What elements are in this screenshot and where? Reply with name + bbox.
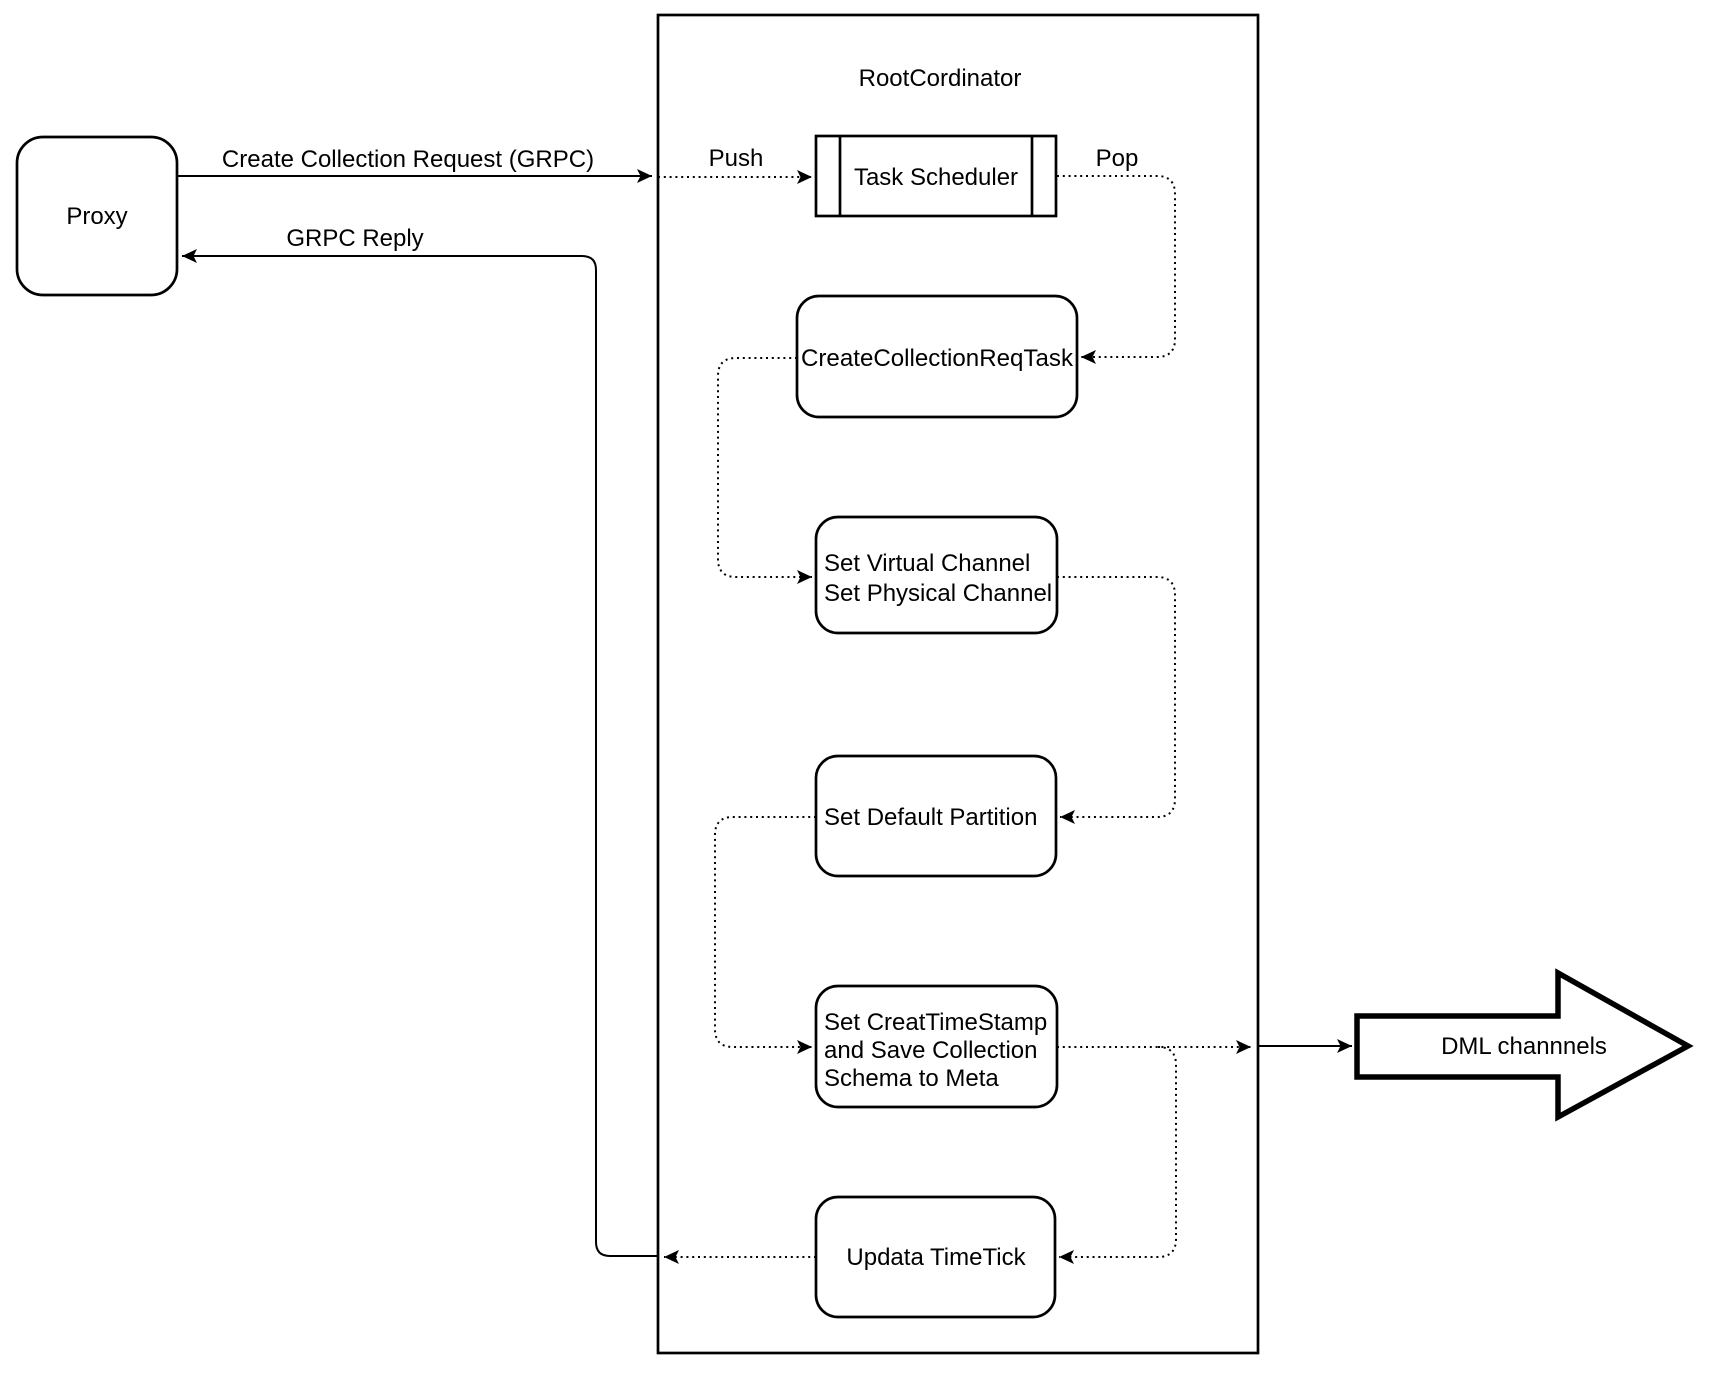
set-channel-label-line-2: Set Physical Channel [824,580,1052,607]
dml-channels-arrow [1354,968,1694,1122]
proxy-node: Proxy [15,135,179,297]
set-channel-node: Set Virtual Channel Set Physical Channel [814,515,1059,635]
task-scheduler-node: Task Scheduler [814,134,1058,218]
set-create-timestamp-label-line-2: and Save Collection [824,1037,1037,1064]
set-default-partition-label: Set Default Partition [824,804,1037,831]
edge-label-push: Push [709,145,764,172]
proxy-label: Proxy [66,203,127,230]
edge-label-grpc-reply: GRPC Reply [286,225,423,252]
dml-channels-node: DML channnels [1354,968,1694,1122]
set-channel-label-line-1: Set Virtual Channel [824,550,1030,577]
task-scheduler-label: Task Scheduler [854,164,1018,191]
create-collection-req-task-node: CreateCollectionReqTask [795,294,1079,419]
set-create-timestamp-node: Set CreatTimeStamp and Save Collection S… [814,984,1059,1109]
set-default-partition-node: Set Default Partition [814,754,1058,878]
dml-channels-label: DML channnels [1441,1033,1607,1060]
edge-label-pop: Pop [1096,145,1139,172]
edges [177,169,1352,1264]
rootcoordinator-title: RootCordinator [859,65,1022,92]
update-timetick-label: Updata TimeTick [846,1244,1026,1271]
edge-setcreate-to-updatetick [1059,1046,1177,1264]
edge-grpc-reply [182,249,658,1257]
edge-label-create-collection-request: Create Collection Request (GRPC) [222,146,594,173]
edge-setdefault-to-setcreate [714,816,816,1054]
create-collection-req-task-label: CreateCollectionReqTask [801,345,1074,372]
set-create-timestamp-label-line-3: Schema to Meta [824,1065,999,1092]
rootcoordinator-container [656,13,1260,1355]
edge-createtask-to-setchannel [717,357,812,584]
update-timetick-node: Updata TimeTick [814,1195,1057,1319]
edge-setchannel-to-setdefault [1057,576,1176,824]
set-create-timestamp-label-line-1: Set CreatTimeStamp [824,1009,1047,1036]
